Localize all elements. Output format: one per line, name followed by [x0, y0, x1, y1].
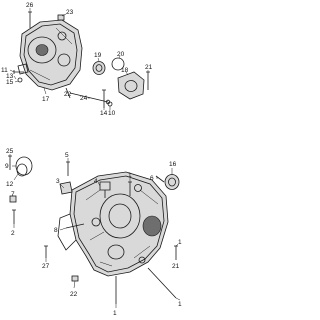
- callout-27: 27: [42, 263, 50, 270]
- callout-4: 4: [94, 178, 98, 185]
- callout-25: 25: [6, 148, 14, 155]
- case-differential-bore: [142, 215, 162, 237]
- o-ring-20: [111, 57, 125, 71]
- end-cover-hardware: [13, 11, 111, 105]
- plug-22-lower: [71, 275, 79, 282]
- cover-plate-3: [59, 181, 73, 195]
- oil-seal-16-inner: [168, 177, 176, 187]
- callout-5: 5: [65, 152, 69, 159]
- callout-8: 8: [54, 227, 58, 234]
- shift-rod-24: [69, 92, 109, 103]
- callout-9: 9: [5, 163, 9, 170]
- callout-16: 16: [169, 161, 177, 168]
- long-bolt-1: [147, 267, 177, 299]
- callout-18: 18: [121, 67, 129, 74]
- drain-bolt-27: [44, 245, 48, 258]
- callout-26: 26: [26, 2, 34, 9]
- callout-11: 11: [1, 67, 8, 74]
- callout-3: 3: [56, 178, 60, 185]
- bolt-14-upper: [102, 89, 106, 108]
- callout-22-upper: 22: [64, 91, 72, 98]
- pin-22: [65, 87, 71, 99]
- bolt-21-lower: [174, 245, 178, 260]
- end-cover-inner-bore: [35, 44, 49, 56]
- callout-20: 20: [117, 51, 125, 58]
- oil-seal-19: [92, 61, 106, 75]
- callout-labels: 26 23 19 20 18 11 15 13 21 17 22 24 14 1…: [1, 2, 182, 317]
- end-cover-assembly: [17, 19, 83, 91]
- bolt-21-upper: [146, 71, 150, 90]
- bolt-5: [66, 161, 70, 176]
- clip-15-lower: [9, 195, 17, 203]
- exploded-parts-diagram: 26 23 19 20 18 11 15 13 21 17 22 24 14 1…: [1, 2, 182, 317]
- shift-rod-8: [65, 223, 85, 229]
- end-cover-rib: [29, 27, 73, 81]
- callout-21-lower: 21: [172, 263, 180, 270]
- callout-7: 7: [11, 191, 15, 198]
- callout-1-lower-right: 1: [178, 301, 182, 308]
- transmission-case: [57, 171, 169, 277]
- case-bell-rim: [57, 213, 77, 251]
- side-cover-18-boss: [124, 80, 138, 92]
- case-boss-1: [91, 217, 101, 227]
- case-boss-2: [134, 184, 142, 192]
- callout-6: 6: [150, 175, 154, 182]
- end-cover-boss-2: [57, 31, 67, 41]
- callout-23: 23: [66, 9, 74, 16]
- end-cover-bearing-bore: [27, 36, 57, 64]
- callout-24: 24: [80, 95, 88, 102]
- callout-2: 2: [11, 230, 15, 237]
- plug-23: [57, 14, 65, 21]
- case-main-body: [69, 171, 169, 277]
- washer-15: [17, 77, 23, 83]
- bolt-2: [12, 209, 16, 224]
- oil-seal-16: [164, 174, 180, 190]
- callout-1-top: 1: [128, 172, 132, 179]
- side-cover-18: [117, 71, 145, 100]
- callout-14: 14: [100, 110, 108, 117]
- callout-1-right: 1: [178, 239, 182, 246]
- oil-seal-19-inner: [95, 64, 103, 72]
- callout-1-bottom: 1: [113, 310, 117, 317]
- case-main-bore: [99, 193, 141, 239]
- callout-12: 12: [6, 181, 14, 188]
- callout-10: 10: [108, 110, 116, 117]
- case-boss-3: [138, 256, 146, 264]
- callout-13: 13: [6, 73, 14, 80]
- case-main-bore-inner: [108, 203, 132, 229]
- callout-15: 15: [6, 79, 14, 86]
- callout-17: 17: [42, 96, 50, 103]
- case-hardware: [8, 155, 180, 304]
- end-cover-flange-lug: [17, 63, 29, 75]
- breather-4: [99, 181, 111, 191]
- case-lower-bore: [107, 244, 125, 260]
- end-cover-boss: [57, 53, 71, 67]
- bracket-12: [16, 163, 28, 177]
- callout-22-lower: 22: [70, 291, 78, 298]
- callout-19: 19: [94, 52, 102, 59]
- case-ribs: [85, 189, 159, 267]
- end-cover-rim: [23, 23, 78, 86]
- callout-21-upper: 21: [145, 64, 153, 71]
- pin-6: [155, 175, 165, 183]
- bolt-26: [28, 11, 32, 28]
- leader-lines: [9, 8, 181, 308]
- seal-group-upper: [92, 57, 150, 108]
